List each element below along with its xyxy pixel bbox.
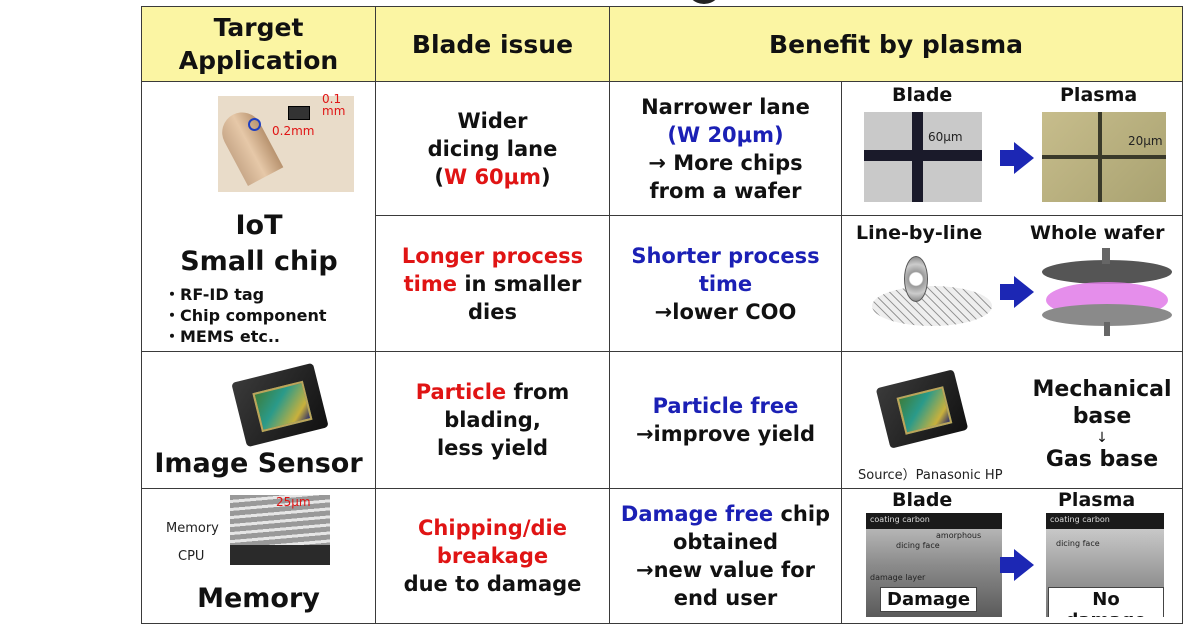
iot-row-1: 0.1 mm 0.2mm IoT Small chip ・RF-ID tag ・… [141,81,1184,352]
blade-wheel-image [904,256,928,302]
label-plasma-memory: Plasma [1058,489,1136,511]
process-method-images: Line-by-line Whole wafer [840,215,1184,352]
source-note: Source）Panasonic HP [858,468,1003,483]
image-sensor-application-cell: Image Sensor [141,351,376,489]
wafer-grid-image [872,286,992,326]
arrow-icon [1000,549,1034,581]
damage-comparison-images: Blade Plasma coating carbon amorphous di… [840,488,1184,624]
memory-application-cell: 25μm Memory CPU Memory [141,488,376,624]
label-memory: Memory [166,521,219,536]
finger-chip-image: 0.1 mm 0.2mm [215,92,354,192]
damage-tag: Damage [880,587,978,612]
issue-longer-process: Longer process time in smaller dies [375,215,610,352]
image-sensor-row: Image Sensor Particle from blading, less… [141,351,1184,489]
cut-off-title [0,0,1200,6]
blade-cross-image: 60μm [864,112,982,202]
label-whole-wafer: Whole wafer [1030,222,1165,244]
benefit-shorter-process: Shorter process time →lower COO [609,215,842,352]
memory-title: Memory [197,583,320,614]
plasma-sem-image: coating carbon dicing face No damage [1046,513,1164,617]
issue-particle: Particle from blading, less yield [375,351,610,489]
label-plasma: Plasma [1060,84,1138,106]
image-sensor-chip-image [231,362,329,448]
dim-0-1: 0.1 [322,92,342,106]
iot-application-cell: 0.1 mm 0.2mm IoT Small chip ・RF-ID tag ・… [141,81,376,352]
sensor-chip-image [875,369,969,449]
issue-wider-lane: Wider dicing lane (W 60μm) [375,81,610,216]
dim-mm: mm [322,104,346,118]
plasma-cross-image: 20μm [1042,112,1166,202]
comparison-table: Target Application Blade issue Benefit b… [141,6,1184,624]
blade-sem-image: coating carbon amorphous dicing face dam… [866,513,1002,617]
header-blade-issue: Blade issue [375,6,610,82]
header-target-application: Target Application [141,6,376,82]
no-damage-tag: No damage [1048,587,1164,617]
iot-bullets: ・RF-ID tag ・Chip component ・MEMS etc.. [164,284,376,347]
small-chip-title: Small chip [180,246,338,277]
memory-row: 25μm Memory CPU Memory Chipping/die brea… [141,488,1184,624]
bullet-chip-component: ・Chip component [164,306,327,325]
header-benefit-by-plasma: Benefit by plasma [608,6,1184,82]
mechanical-to-gas: Mechanical base ↓ Gas base [1032,377,1172,472]
sensor-base-cell: Source）Panasonic HP Mechanical base ↓ Ga… [840,351,1184,489]
plasma-chamber-image [1042,248,1172,336]
dim-0-2: 0.2mm [272,124,315,138]
arrow-icon [1000,276,1034,308]
lane-width-images: Blade Plasma 60μm 20μm [840,81,1184,216]
label-blade: Blade [892,84,953,106]
benefit-narrower-lane: Narrower lane (W 20μm) → More chips from… [609,81,842,216]
label-blade-memory: Blade [892,489,953,511]
bullet-rfid: ・RF-ID tag [164,285,265,304]
header-row: Target Application Blade issue Benefit b… [141,6,1184,82]
benefit-particle-free: Particle free →improve yield [609,351,842,489]
label-line-by-line: Line-by-line [856,222,983,244]
iot-row-2: Longer process time in smaller dies Shor… [142,215,1184,352]
issue-chipping: Chipping/die breakage due to damage [375,488,610,624]
iot-title: IoT [235,210,283,241]
image-sensor-title: Image Sensor [154,448,363,479]
memory-stack-image: 25μm [230,495,330,565]
benefit-damage-free: Damage free chip obtained →new value for… [609,488,842,624]
bullet-mems: ・MEMS etc.. [164,327,281,346]
label-cpu: CPU [178,549,205,564]
arrow-icon [1000,142,1034,174]
